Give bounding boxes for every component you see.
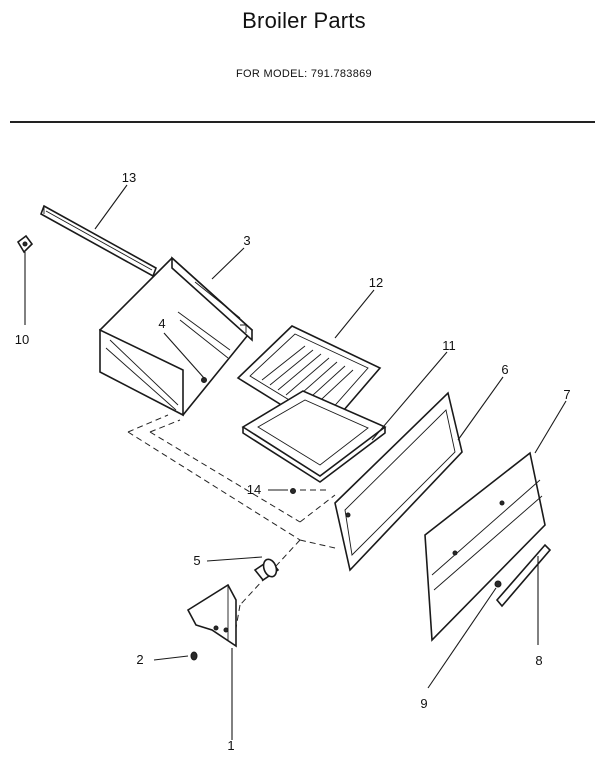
part-10-clip — [16, 234, 34, 325]
callout-9: 9 — [420, 696, 427, 711]
part-9-screw — [494, 580, 502, 588]
model-number: FOR MODEL: 791.783869 — [236, 68, 372, 80]
assembly-outline — [127, 414, 336, 629]
callout-3: 3 — [243, 233, 250, 248]
part-11-pan — [241, 390, 387, 483]
part-7-door-panel — [424, 451, 546, 642]
part-6-door-frame — [334, 391, 463, 572]
callout-8: 8 — [535, 653, 542, 668]
callout-7: 7 — [563, 387, 570, 402]
header-divider — [10, 121, 595, 123]
part-3-broiler-box — [98, 256, 254, 417]
part-8-handle — [495, 543, 552, 645]
page-title: Broiler Parts — [242, 8, 366, 33]
part-13-rail — [40, 204, 157, 278]
part-1-bracket — [186, 583, 237, 740]
callout-12: 12 — [369, 275, 383, 290]
part-2-screw — [190, 651, 198, 661]
callout-11: 11 — [442, 338, 456, 353]
callout-5: 5 — [193, 553, 200, 568]
part-5-tube — [253, 558, 280, 582]
callout-13: 13 — [122, 170, 136, 185]
callout-14: 14 — [247, 482, 261, 497]
part-14-screw — [290, 488, 296, 494]
callout-4: 4 — [158, 316, 165, 331]
callout-10: 10 — [15, 332, 29, 347]
leader-lines — [94, 184, 567, 689]
callout-1: 1 — [227, 738, 234, 753]
callout-6: 6 — [501, 362, 508, 377]
callout-2: 2 — [136, 652, 143, 667]
